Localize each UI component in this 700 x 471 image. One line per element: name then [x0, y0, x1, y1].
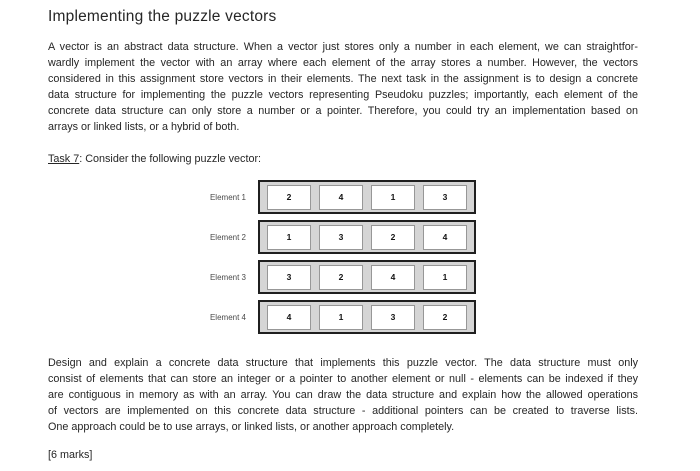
paragraph-line: One approach could be to use arrays, or …: [48, 421, 455, 433]
marks-label: [6 marks]: [48, 449, 93, 461]
element-label: Element 2: [209, 232, 246, 242]
vector-cell: 3: [423, 184, 467, 210]
vector-cell: 4: [267, 304, 311, 330]
vector-cell: 1: [371, 184, 415, 210]
element-label: Element 1: [209, 192, 246, 202]
paragraph-line: arrays or linked lists, or a hybrid of b…: [48, 121, 240, 133]
element-box: 4 1 3 2: [258, 300, 476, 334]
paragraph-line: A vector is an abstract data structure. …: [48, 41, 638, 53]
vector-cell: 3: [319, 224, 363, 250]
vector-cell: 1: [319, 304, 363, 330]
element-box: 3 2 4 1: [258, 260, 476, 294]
paragraph-line: are contiguous in memory as with an arra…: [48, 389, 638, 401]
vector-cell: 3: [371, 304, 415, 330]
vector-cell: 2: [371, 224, 415, 250]
element-label: Element 3: [209, 272, 246, 282]
vector-cell: 2: [267, 184, 311, 210]
intro-paragraph: A vector is an abstract data structure. …: [48, 39, 638, 135]
vector-cell: 2: [319, 264, 363, 290]
outro-paragraph: Design and explain a concrete data struc…: [48, 355, 638, 435]
puzzle-vector-diagram: Element 1 2 4 1 3 Element 2 1 3 2 4 Elem…: [48, 180, 638, 334]
vector-cell: 1: [423, 264, 467, 290]
task-text: : Consider the following puzzle vector:: [79, 153, 262, 165]
vector-row: Element 2 1 3 2 4: [48, 220, 638, 254]
paragraph-line: data structure for implementing the puzz…: [48, 89, 638, 101]
vector-row: Element 4 4 1 3 2: [48, 300, 638, 334]
paragraph-line: considered in this assignment store vect…: [48, 73, 638, 85]
vector-cell: 4: [423, 224, 467, 250]
element-label: Element 4: [209, 312, 246, 322]
vector-cell: 1: [267, 224, 311, 250]
vector-cell: 4: [371, 264, 415, 290]
task-heading: Task 7: Consider the following puzzle ve…: [48, 152, 638, 167]
page-title: Implementing the puzzle vectors: [48, 8, 277, 25]
paragraph-line: Design and explain a concrete data struc…: [48, 357, 638, 369]
paragraph-line: concrete data structure can only store a…: [48, 105, 638, 117]
vector-cell: 4: [319, 184, 363, 210]
paragraph-line: consist of elements that can store an in…: [48, 373, 638, 385]
vector-cell: 2: [423, 304, 467, 330]
task-label: Task 7: [48, 153, 80, 165]
paragraph-line: of vectors are implemented on this concr…: [48, 405, 638, 417]
element-box: 2 4 1 3: [258, 180, 476, 214]
element-box: 1 3 2 4: [258, 220, 476, 254]
vector-cell: 3: [267, 264, 311, 290]
vector-row: Element 1 2 4 1 3: [48, 180, 638, 214]
paragraph-line: wardly implement the vector with an arra…: [48, 57, 638, 69]
vector-row: Element 3 3 2 4 1: [48, 260, 638, 294]
